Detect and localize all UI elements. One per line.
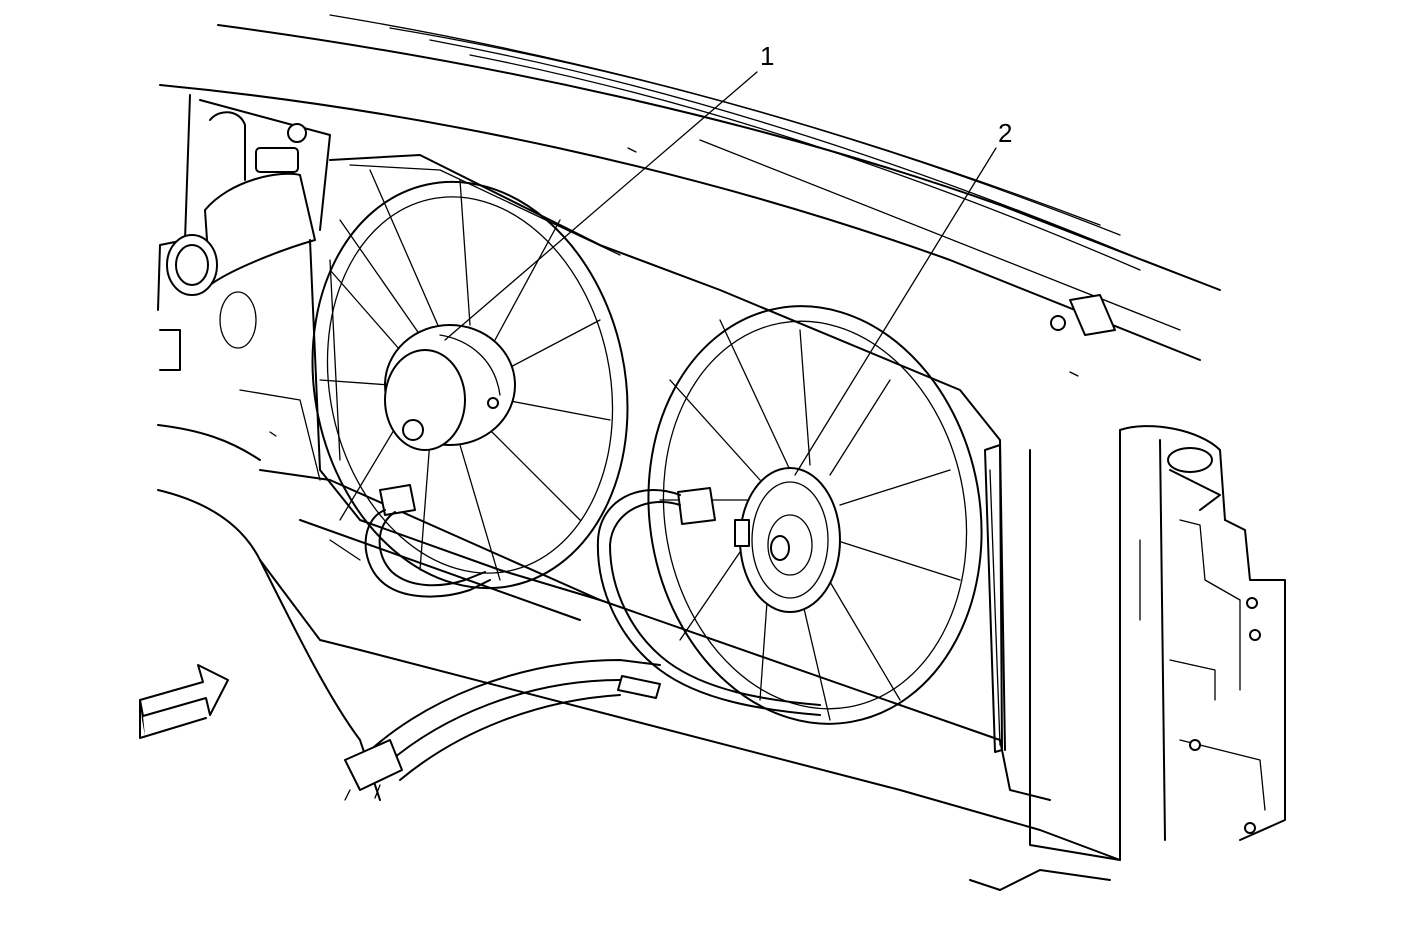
callout-2-leader-line — [794, 147, 997, 476]
callout-2-label: 2 — [998, 118, 1012, 148]
fan-1 — [311, 169, 629, 590]
radiator-support-upper — [159, 14, 1221, 377]
wiring-harness — [344, 484, 821, 801]
radiator-right-side — [1029, 425, 1286, 861]
callout-1-label: 1 — [760, 41, 774, 71]
lower-tie-bar — [239, 389, 1121, 891]
direction-arrow — [139, 664, 229, 739]
fan-2 — [647, 305, 983, 725]
fan-shroud — [309, 154, 1006, 753]
fan-1-blades — [319, 169, 611, 581]
fan-2-blades — [659, 319, 961, 721]
callout-1: 1 — [444, 41, 774, 341]
callout-2: 2 — [794, 118, 1012, 476]
left-hose-bracket — [157, 94, 361, 651]
callout-1-leader-line — [444, 71, 758, 341]
